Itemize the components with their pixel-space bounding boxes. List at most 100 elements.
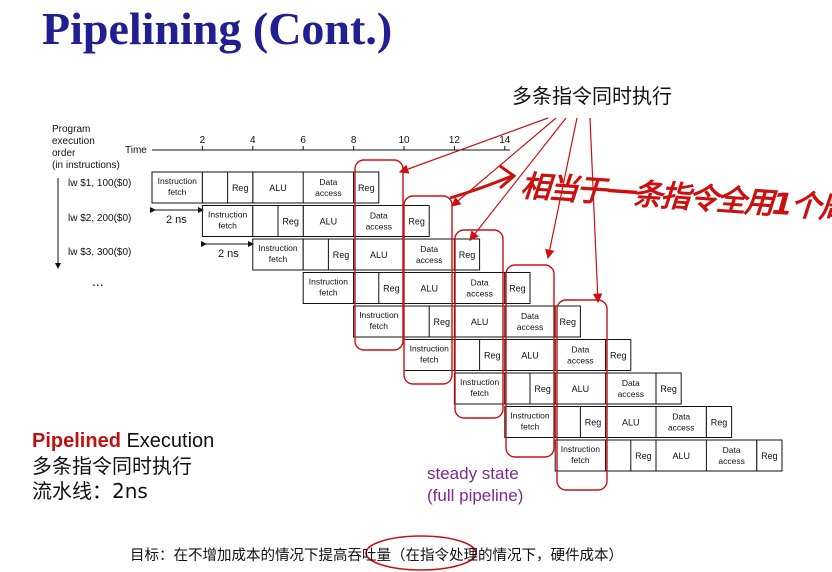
stage-label: fetch xyxy=(420,355,439,365)
reg-write-stage xyxy=(655,372,682,405)
reg-write-stage xyxy=(705,406,733,438)
reg-write-stage xyxy=(605,339,632,371)
stage-label: Reg xyxy=(383,284,400,294)
time-tick-label: 14 xyxy=(499,135,511,146)
if-stage xyxy=(554,439,607,472)
alu-stage-label: ALU xyxy=(622,418,640,428)
stage-label: Instruction xyxy=(309,277,348,287)
reg-write-stage xyxy=(353,171,380,204)
annotation-arrow xyxy=(545,117,578,260)
alu-stage-label: ALU xyxy=(269,183,287,193)
alu-stage-label: ALU xyxy=(471,317,489,327)
stage-label: Instruction xyxy=(359,310,398,320)
stage-label: fetch xyxy=(521,422,540,432)
reg-write-stage xyxy=(453,238,481,271)
stage-label: Reg xyxy=(509,284,526,294)
parallel-note: 多条指令同时执行 xyxy=(32,454,192,478)
if-stage xyxy=(504,406,556,438)
mem-stage-label: access xyxy=(366,222,392,232)
mem-stage-label: access xyxy=(668,423,694,433)
stage-label: Reg xyxy=(333,250,350,260)
stage-label: Instruction xyxy=(158,176,197,186)
if-stage xyxy=(403,339,455,371)
cycle-highlight xyxy=(505,264,555,458)
time-tick-label: 8 xyxy=(351,135,357,146)
cycle-highlight xyxy=(354,159,404,351)
mem-stage-label: Data xyxy=(723,445,741,455)
stage-label: Instruction xyxy=(561,444,600,454)
stage-label: Reg xyxy=(761,451,778,461)
alu-stage-label: ALU xyxy=(420,284,438,294)
stage-label: fetch xyxy=(269,254,288,264)
stage-label: Reg xyxy=(660,384,677,394)
page-title: Pipelining (Cont.) xyxy=(42,3,393,54)
stage-label: Instruction xyxy=(208,210,247,220)
instruction-ellipsis: ... xyxy=(92,273,104,289)
mem-stage-label: Data xyxy=(622,378,640,388)
reg-read-stage xyxy=(227,171,254,204)
reg-read-stage xyxy=(579,406,607,438)
stage-label: Reg xyxy=(534,384,551,394)
stage-label: Reg xyxy=(282,217,299,227)
parallel-execution-label: 多条指令同时执行 xyxy=(512,84,672,108)
mem-stage-label: Data xyxy=(521,311,539,321)
pipeline-time-note: 流水线：2ns xyxy=(32,479,148,503)
alu-stage-label: ALU xyxy=(572,384,590,394)
steady-state-label: steady state (full pipeline) xyxy=(427,464,524,505)
stage-label: Reg xyxy=(358,183,375,193)
stage-label: Reg xyxy=(434,317,451,327)
reg-read-stage xyxy=(529,372,556,405)
mem-stage-label: access xyxy=(718,456,744,466)
stage-label: Reg xyxy=(635,451,652,461)
alu-stage-label: ALU xyxy=(320,217,338,227)
time-tick-label: 2 xyxy=(200,135,206,146)
time-tick-label: 4 xyxy=(250,135,256,146)
if-stage xyxy=(302,272,355,304)
pipelined-word: Pipelined xyxy=(32,430,121,452)
stage-label: fetch xyxy=(470,388,489,398)
mem-stage-label: Data xyxy=(672,412,690,422)
reg-write-stage xyxy=(403,205,430,237)
handwritten-note: 相当于一条指令全用1个周期 xyxy=(519,169,832,229)
alu-stage-label: ALU xyxy=(521,351,539,361)
reg-read-stage xyxy=(479,339,506,371)
annotation-arrow xyxy=(469,117,567,241)
mem-stage-label: Data xyxy=(471,278,489,288)
reg-read-stage xyxy=(327,238,355,271)
time-axis-label: Time xyxy=(125,145,147,156)
program-order-label: Program execution order (in instructions… xyxy=(52,124,120,171)
stage-label: Reg xyxy=(232,183,249,193)
stage-label: Reg xyxy=(585,418,602,428)
delay-label: 2 ns xyxy=(218,248,239,260)
stage-label: fetch xyxy=(168,187,187,197)
reg-read-stage xyxy=(378,272,405,304)
footer-highlight xyxy=(365,535,477,571)
reg-read-stage xyxy=(428,305,455,338)
reg-write-stage xyxy=(554,305,581,338)
reg-write-stage xyxy=(504,272,531,304)
annotation-arrow xyxy=(398,117,549,174)
stage-label: Reg xyxy=(484,351,501,361)
mem-stage-label: Data xyxy=(370,211,388,221)
alu-stage-label: ALU xyxy=(672,451,690,461)
stage-label: Instruction xyxy=(510,411,549,421)
mem-stage-label: Data xyxy=(571,345,589,355)
stage-label: Instruction xyxy=(460,377,499,387)
pipelined-execution-block: Pipelined Execution 多条指令同时执行 流水线：2ns xyxy=(32,430,215,503)
stage-label: Reg xyxy=(560,317,577,327)
delay-label: 2 ns xyxy=(166,214,187,226)
stage-label: Reg xyxy=(408,217,425,227)
if-stage xyxy=(151,171,203,204)
stage-label: Reg xyxy=(459,250,476,260)
mem-stage-label: access xyxy=(567,356,593,366)
stage-label: Instruction xyxy=(410,344,449,354)
stage-label: Reg xyxy=(711,418,728,428)
if-stage xyxy=(252,238,304,271)
mem-stage-label: access xyxy=(315,188,341,198)
